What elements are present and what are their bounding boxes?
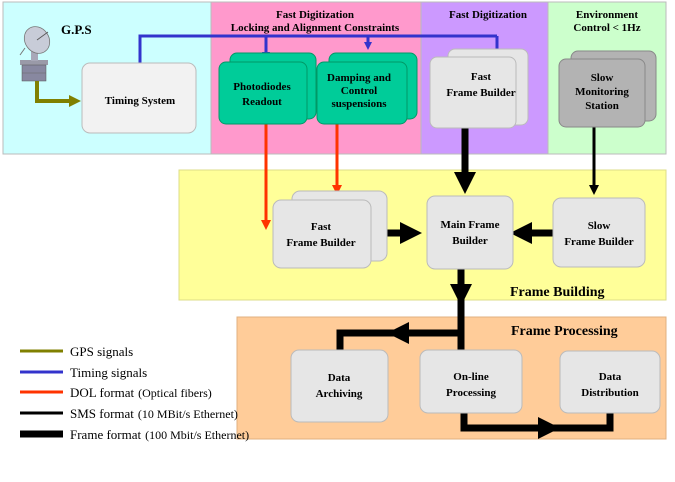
timing-system-box[interactable] [81,62,197,134]
slow-fb-label-1: Slow [588,220,611,232]
data-distribution-label-1: Data [599,371,622,383]
satellite-dish-icon [19,26,51,82]
legend-timing-label: Timing signals [70,365,147,380]
frame-building-title: Frame Building [510,285,605,300]
slow-monitoring-label-3: Station [585,100,619,112]
legend: GPS signals Timing signals DOL format(Op… [20,344,249,442]
damping-label-2: Control [341,85,377,97]
timing-system-label: Timing System [105,95,175,107]
legend-gps-label: GPS signals [70,344,133,359]
environment-region-title-2: Control < 1Hz [573,22,640,34]
photodiodes-box[interactable] [218,61,308,125]
slow-monitoring-label-2: Monitoring [575,86,629,98]
data-archiving-label-1: Data [328,372,351,384]
fast-fb-mid-label-1: Fast [311,221,332,233]
main-fb-label-2: Builder [452,235,488,247]
frame-arrow-to-archiving [336,329,461,352]
gps-signal-arrow [35,81,81,107]
damping-label-1: Damping and [327,72,391,84]
fast-fb-top-label-1: Fast [471,71,492,83]
timing-signal-line [138,34,497,72]
online-processing-box[interactable] [419,349,523,414]
fast-fb-top-label-2: Frame Builder [446,87,515,99]
main-fb-box[interactable] [426,195,514,270]
main-fb-label-1: Main Frame [441,219,500,231]
gps-region-title: G.P.S [61,22,92,37]
fast-digit-region-title: Fast Digitization [449,9,527,21]
fast-fb-mid-label-2: Frame Builder [286,237,355,249]
data-distribution-box[interactable] [559,350,661,414]
online-processing-label-2: Processing [446,387,496,399]
legend-sms-label: SMS format(10 MBit/s Ethernet) [70,406,238,421]
data-distribution-label-2: Distribution [581,387,638,399]
damping-label-3: suspensions [331,98,387,110]
fast-fb-top-box[interactable] [429,56,517,129]
slow-fb-box[interactable] [552,197,646,268]
legend-dol-label: DOL format(Optical fibers) [70,385,212,400]
slow-monitoring-label-1: Slow [591,72,614,84]
photodiodes-label-2: Readout [242,96,282,108]
fast-fb-mid-box[interactable] [272,199,372,269]
environment-region-title-1: Environment [576,9,638,21]
locking-region-title-2: Locking and Alignment Constraints [231,22,400,34]
slow-fb-label-2: Frame Builder [564,236,633,248]
data-archiving-box[interactable] [290,349,389,423]
damping-box[interactable] [316,61,408,125]
locking-region-title-1: Fast Digitization [276,9,354,21]
photodiodes-label-1: Photodiodes [233,81,291,93]
legend-frame-label: Frame format(100 Mbit/s Ethernet) [70,427,249,442]
slow-monitoring-box[interactable] [558,58,646,128]
frame-processing-title: Frame Processing [511,324,618,339]
online-processing-label-1: On-line [453,371,489,383]
data-archiving-label-2: Archiving [316,388,363,400]
